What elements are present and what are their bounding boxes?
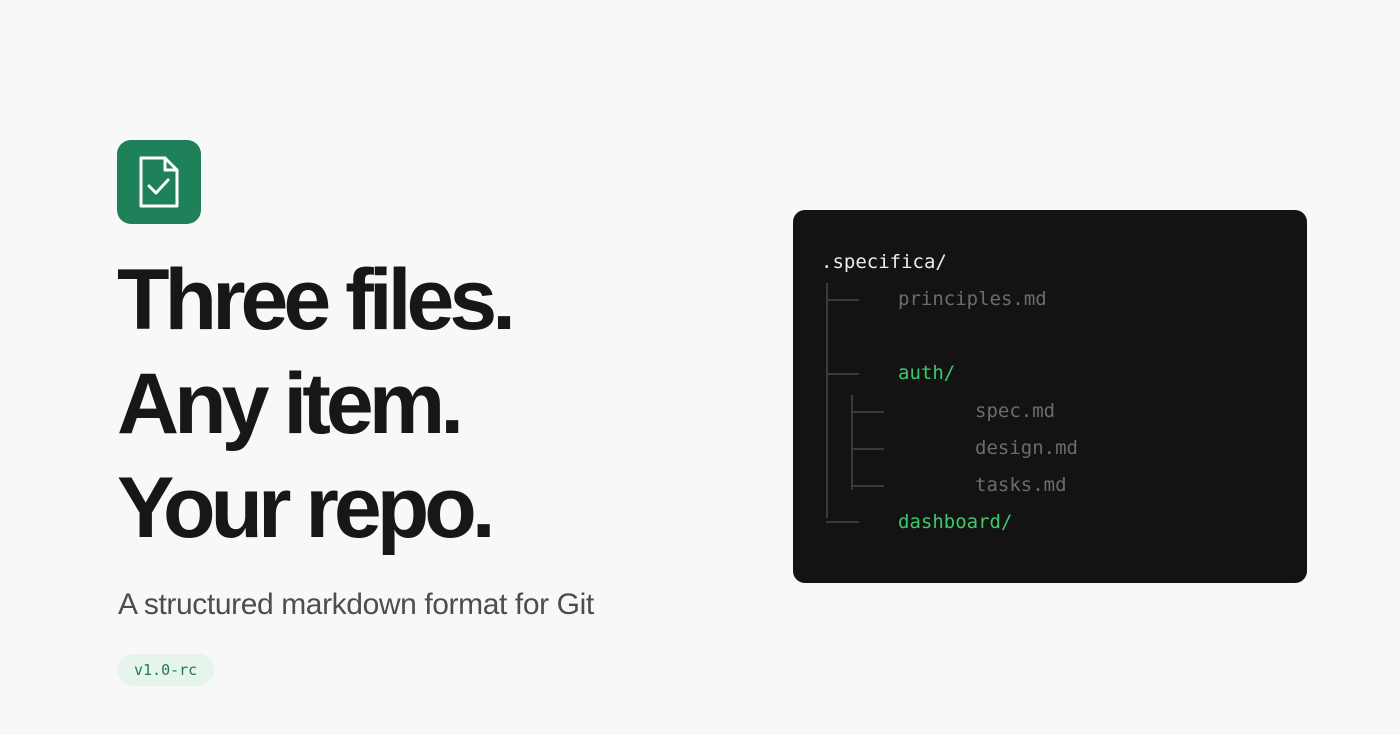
tree-branch-connector bbox=[826, 521, 859, 523]
tree-item-spec[interactable]: spec.md bbox=[975, 399, 1056, 422]
tree-branch-connector bbox=[851, 448, 884, 450]
logo bbox=[117, 140, 201, 224]
headline-line-2: Any item. bbox=[117, 356, 464, 452]
tree-item-dashboard[interactable]: dashboard/ bbox=[898, 510, 1013, 533]
file-tree-card: .specifica/ principles.md auth/ spec.md … bbox=[793, 210, 1307, 583]
tree-item-design[interactable]: design.md bbox=[975, 436, 1078, 459]
tree-branch-connector bbox=[826, 299, 859, 301]
tree-item-principles[interactable]: principles.md bbox=[898, 287, 1047, 310]
tree-branch-connector bbox=[851, 411, 884, 413]
subtitle: A structured markdown format for Git bbox=[118, 588, 594, 621]
document-check-icon bbox=[139, 156, 179, 208]
headline-line-3: Your repo. bbox=[117, 460, 496, 556]
version-badge: v1.0-rc bbox=[117, 654, 215, 686]
headline-line-1: Three files. bbox=[117, 252, 516, 348]
tree-item-tasks[interactable]: tasks.md bbox=[975, 473, 1067, 496]
tree-guide-line-nested bbox=[851, 395, 853, 490]
tree-item-auth[interactable]: auth/ bbox=[898, 361, 956, 384]
tree-root: .specifica/ bbox=[821, 250, 947, 273]
tree-branch-connector bbox=[851, 485, 884, 487]
tree-branch-connector bbox=[826, 373, 859, 375]
version-label: v1.0-rc bbox=[134, 661, 198, 679]
headline: Three files. Any item. Your repo. bbox=[117, 248, 516, 560]
tree-guide-line bbox=[826, 283, 828, 518]
